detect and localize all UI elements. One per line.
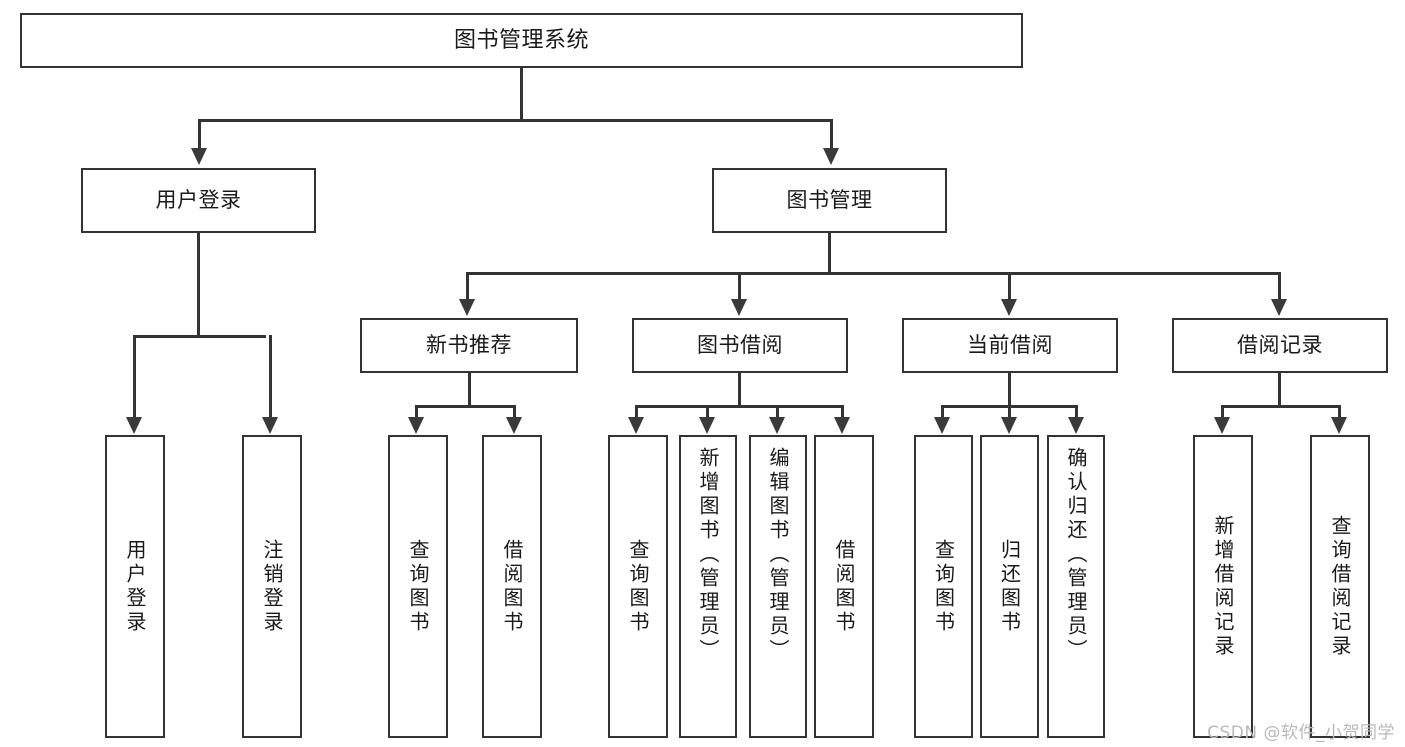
- arrow-to-user-login: [191, 148, 207, 165]
- connector-book-management-down: [828, 233, 831, 274]
- leaf-borrow-book-recommend[interactable]: 借阅图书: [482, 435, 542, 738]
- arrow-to-borrow-record: [1271, 299, 1287, 316]
- arrow-to-new-book-recommend: [459, 299, 475, 316]
- arrow-to-leaf-query-book-1: [408, 417, 424, 434]
- leaf-label: 用户登录: [123, 538, 147, 635]
- connector-current-borrow-branch-1: [941, 405, 944, 418]
- arrow-to-book-borrow: [731, 299, 747, 316]
- leaf-label: 新增借阅记录: [1211, 514, 1235, 659]
- connector-to-new-book: [466, 272, 469, 300]
- node-book-management[interactable]: 图书管理: [712, 168, 947, 233]
- arrow-to-leaf-confirm-return: [1068, 417, 1084, 434]
- connector-book-borrow-branch-3: [776, 405, 779, 418]
- connector-current-borrow-down: [1008, 373, 1011, 407]
- connector-new-book-down: [468, 373, 471, 407]
- node-borrow-record[interactable]: 借阅记录: [1172, 318, 1388, 373]
- arrow-to-leaf-logout: [262, 417, 278, 434]
- leaf-label: 借阅图书: [500, 538, 524, 635]
- connector-borrow-record-branch-2: [1338, 405, 1341, 418]
- node-book-borrow[interactable]: 图书借阅: [632, 318, 848, 373]
- node-label: 新书推荐: [426, 333, 512, 358]
- connector-borrow-record-bus: [1221, 405, 1340, 408]
- node-current-borrow[interactable]: 当前借阅: [902, 318, 1118, 373]
- leaf-label: 编辑图书（管理员）: [766, 447, 790, 663]
- connector-borrow-record-branch-1: [1221, 405, 1224, 418]
- leaf-label: 查询图书: [931, 538, 956, 635]
- arrow-to-current-borrow: [1001, 299, 1017, 316]
- connector-root-bus: [198, 119, 832, 122]
- leaf-add-borrow-record[interactable]: 新增借阅记录: [1193, 435, 1253, 738]
- node-label: 借阅记录: [1237, 333, 1323, 358]
- leaf-label: 查询图书: [406, 538, 430, 635]
- connector-to-borrow-record: [1278, 272, 1281, 300]
- leaf-borrow-book[interactable]: 借阅图书: [814, 435, 874, 738]
- arrow-to-leaf-query-record: [1331, 417, 1347, 434]
- connector-to-current-borrow: [1008, 272, 1011, 300]
- connector-new-book-branch-2: [513, 405, 516, 418]
- arrow-to-leaf-user-login: [126, 417, 142, 434]
- leaf-label: 查询图书: [626, 538, 650, 635]
- leaf-logout[interactable]: 注销登录: [242, 435, 302, 738]
- connector-user-login-bus: [133, 335, 266, 338]
- arrow-to-leaf-query-book-2: [628, 417, 644, 434]
- leaf-query-book-recommend[interactable]: 查询图书: [388, 435, 448, 738]
- connector-user-login-branch-2: [269, 335, 272, 418]
- leaf-label: 借阅图书: [832, 538, 856, 635]
- connector-new-book-bus: [415, 405, 516, 408]
- leaf-label: 查询借阅记录: [1328, 514, 1352, 659]
- leaf-query-borrow-record[interactable]: 查询借阅记录: [1310, 435, 1370, 738]
- leaf-add-book-admin[interactable]: 新增图书（管理员）: [679, 435, 737, 738]
- leaf-confirm-return-admin[interactable]: 确认归还（管理员）: [1047, 435, 1105, 738]
- node-root-book-management-system[interactable]: 图书管理系统: [20, 13, 1023, 68]
- node-user-login[interactable]: 用户登录: [81, 168, 316, 233]
- connector-user-login-down: [197, 233, 200, 337]
- leaf-edit-book-admin[interactable]: 编辑图书（管理员）: [749, 435, 807, 738]
- leaf-label: 注销登录: [260, 538, 284, 635]
- leaf-user-login[interactable]: 用户登录: [105, 435, 165, 738]
- node-label: 图书管理系统: [453, 27, 589, 53]
- arrow-to-leaf-borrow-book-1: [506, 417, 522, 434]
- leaf-label: 新增图书（管理员）: [696, 447, 720, 663]
- connector-book-borrow-bus: [635, 405, 843, 408]
- leaf-return-book[interactable]: 归还图书: [980, 435, 1039, 738]
- arrow-to-book-management: [823, 148, 839, 165]
- connector-current-borrow-branch-3: [1075, 405, 1078, 418]
- connector-borrow-record-down: [1278, 373, 1281, 407]
- arrow-to-leaf-return-book: [1001, 417, 1017, 434]
- connector-book-borrow-branch-2: [706, 405, 709, 418]
- connector-current-borrow-branch-2: [1008, 405, 1011, 418]
- leaf-query-book-current[interactable]: 查询图书: [914, 435, 973, 738]
- connector-new-book-branch-1: [415, 405, 418, 418]
- arrow-to-leaf-edit-book: [769, 417, 785, 434]
- leaf-label: 确认归还（管理员）: [1064, 447, 1088, 663]
- arrow-to-leaf-query-book-3: [934, 417, 950, 434]
- leaf-query-book-borrow[interactable]: 查询图书: [608, 435, 668, 738]
- connector-book-borrow-branch-1: [635, 405, 638, 418]
- node-label: 图书借阅: [697, 333, 783, 358]
- node-new-book-recommend[interactable]: 新书推荐: [360, 318, 578, 373]
- node-label: 用户登录: [155, 188, 242, 213]
- connector-root-down: [520, 68, 523, 120]
- connector-level3-bus: [466, 272, 1280, 275]
- connector-root-to-book-management: [830, 119, 833, 149]
- node-label: 当前借阅: [967, 333, 1053, 358]
- arrow-to-leaf-add-book: [699, 417, 715, 434]
- node-label: 图书管理: [786, 188, 873, 213]
- connector-user-login-branch-1: [133, 335, 136, 418]
- connector-to-book-borrow: [738, 272, 741, 300]
- arrow-to-leaf-borrow-book-2: [834, 417, 850, 434]
- connector-root-to-user-login: [198, 119, 201, 149]
- leaf-label: 归还图书: [997, 538, 1022, 635]
- connector-book-borrow-branch-4: [841, 405, 844, 418]
- arrow-to-leaf-add-record: [1214, 417, 1230, 434]
- connector-book-borrow-down: [738, 373, 741, 407]
